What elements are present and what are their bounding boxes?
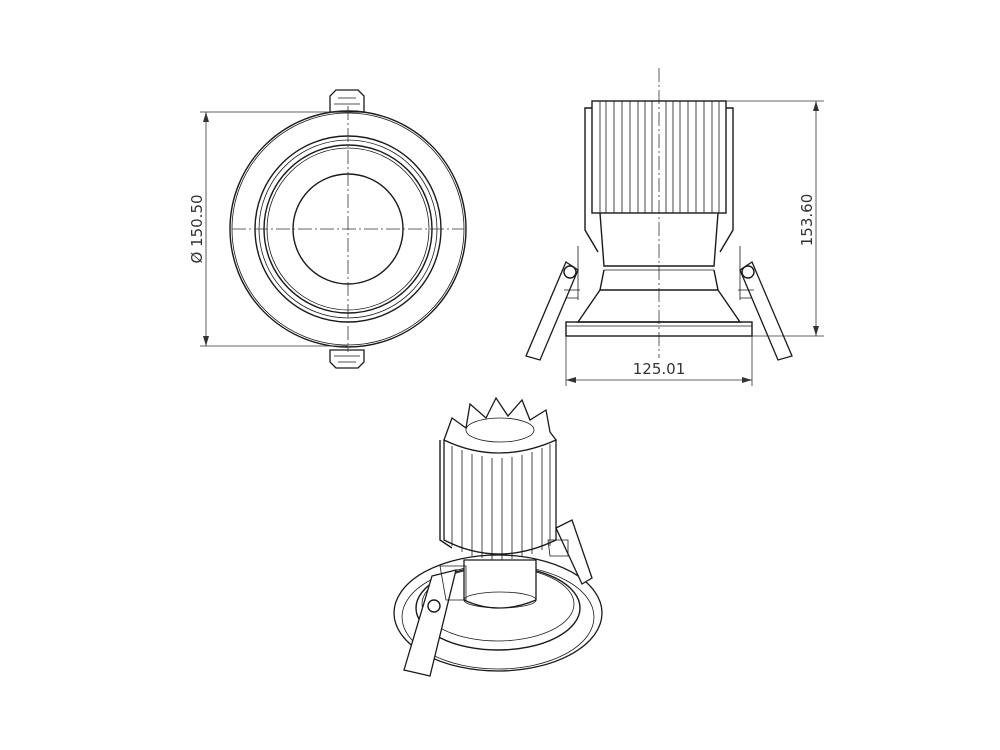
top-tab xyxy=(329,89,365,113)
reflector-cone xyxy=(599,269,719,291)
width-dimension xyxy=(565,336,753,386)
iso-bracket xyxy=(439,440,453,549)
neck-body xyxy=(599,212,719,267)
trim-flange xyxy=(565,321,753,337)
iso-heat-sink-top xyxy=(443,396,558,454)
width-label: 125.01 xyxy=(633,360,686,378)
bottom-tab xyxy=(329,349,365,369)
right-spring-clip xyxy=(738,246,793,361)
isometric-view xyxy=(393,396,603,677)
diameter-label: Ø 150.50 xyxy=(188,194,206,263)
left-spring-clip xyxy=(525,246,580,361)
iso-heat-sink xyxy=(443,439,557,555)
height-label: 153.60 xyxy=(798,194,816,247)
top-view: Ø 150.50 xyxy=(188,89,467,369)
side-view: 153.60 125.01 xyxy=(525,68,824,386)
heat-sink-body xyxy=(591,100,727,214)
iso-spring-clip-left xyxy=(403,565,467,677)
height-dimension xyxy=(726,100,824,337)
heat-sink-fins xyxy=(599,101,720,213)
diameter-dimension xyxy=(200,111,348,347)
right-bracket xyxy=(719,107,734,253)
iso-spring-clip-right xyxy=(547,519,593,585)
left-bracket xyxy=(584,107,599,253)
iso-neck xyxy=(463,559,537,609)
